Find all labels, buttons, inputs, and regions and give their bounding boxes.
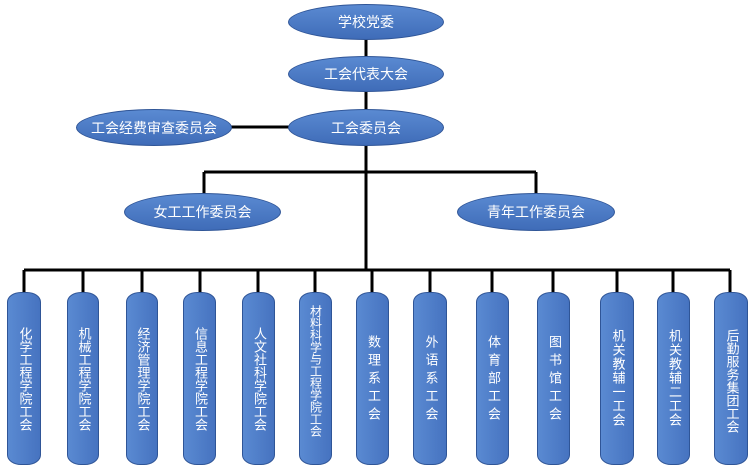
unit-physical-education: 体育部工会 bbox=[476, 292, 509, 465]
unit-label: 机关教辅一工会 bbox=[609, 329, 625, 427]
unit-admin-support-1: 机关教辅一工会 bbox=[600, 292, 634, 465]
node-youth-committee-label: 青年工作委员会 bbox=[487, 205, 585, 221]
unit-label: 图书馆工会 bbox=[546, 335, 561, 425]
node-audit-committee-label: 工会经费审查委员会 bbox=[91, 120, 217, 137]
node-women-committee: 女工工作委员会 bbox=[124, 193, 281, 231]
node-party-committee-label: 学校党委 bbox=[338, 15, 394, 31]
unit-label: 信息工程学院工会 bbox=[192, 327, 207, 431]
node-union-committee: 工会委员会 bbox=[288, 109, 444, 146]
unit-label: 化学工程学院工会 bbox=[16, 327, 32, 431]
unit-label: 材料科学与工程学院工会 bbox=[308, 305, 323, 437]
node-union-congress-label: 工会代表大会 bbox=[324, 67, 408, 83]
unit-label: 后勤服务集团工会 bbox=[723, 329, 739, 433]
node-audit-committee: 工会经费审查委员会 bbox=[76, 109, 232, 146]
node-union-committee-label: 工会委员会 bbox=[331, 120, 401, 137]
node-union-congress: 工会代表大会 bbox=[288, 56, 444, 92]
unit-mechanical-engineering: 机械工程学院工会 bbox=[67, 292, 99, 465]
unit-information-engineering: 信息工程学院工会 bbox=[183, 292, 216, 465]
unit-label: 人文社科学院工会 bbox=[251, 327, 266, 431]
unit-label: 经济管理学院工会 bbox=[134, 327, 150, 431]
unit-label: 机械工程学院工会 bbox=[75, 327, 91, 431]
unit-label: 体育部工会 bbox=[485, 335, 500, 425]
unit-label: 外语系工会 bbox=[422, 335, 438, 425]
unit-economics-management: 经济管理学院工会 bbox=[126, 292, 158, 465]
unit-admin-support-2: 机关教辅二工会 bbox=[657, 292, 690, 465]
unit-foreign-languages: 外语系工会 bbox=[413, 292, 447, 465]
unit-humanities-social-sciences: 人文社科学院工会 bbox=[242, 292, 275, 465]
unit-materials-science: 材料科学与工程学院工会 bbox=[299, 292, 332, 465]
node-women-committee-label: 女工工作委员会 bbox=[153, 205, 252, 221]
unit-chemical-engineering: 化学工程学院工会 bbox=[7, 292, 41, 465]
node-youth-committee: 青年工作委员会 bbox=[457, 193, 615, 231]
node-party-committee: 学校党委 bbox=[288, 4, 444, 40]
unit-label: 机关教辅二工会 bbox=[666, 329, 681, 427]
unit-label: 数理系工会 bbox=[365, 335, 380, 425]
unit-library: 图书馆工会 bbox=[537, 292, 570, 465]
unit-logistics-group: 后勤服务集团工会 bbox=[714, 292, 748, 465]
unit-math-physics: 数理系工会 bbox=[356, 292, 389, 465]
